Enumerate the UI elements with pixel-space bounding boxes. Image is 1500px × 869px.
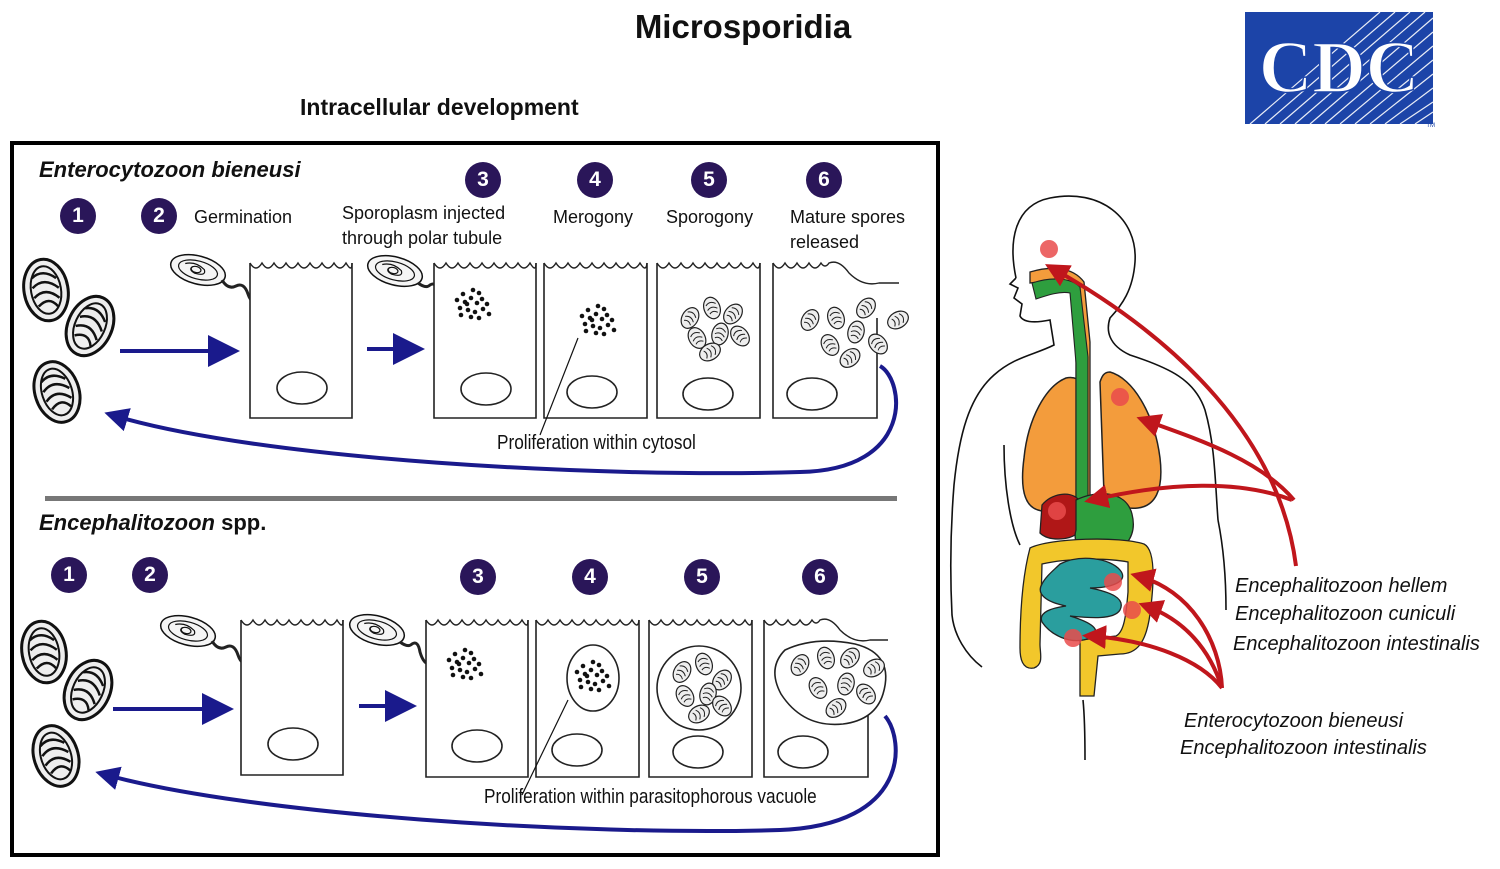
injected-label-line1: Sporoplasm injected [342,203,506,223]
proliferation-cytosol-label: Proliferation within cytosol [497,432,696,454]
step-4-bottom: 4 [572,559,608,595]
bottom-proliferation-pointer [521,699,569,796]
species-genus: Encephalitozoon [39,510,215,535]
species-enterocytozoon: Enterocytozoon bieneusi [39,157,301,182]
species-label-cuniculi: Encephalitozoon cuniculi [1235,603,1456,625]
right-lung [1099,371,1162,509]
step-5-bottom: 5 [684,559,720,595]
step-2-bottom: 2 [132,557,168,593]
step-2-top: 2 [141,198,177,234]
step-5-top: 5 [691,162,727,198]
top-injecting-spore [363,249,427,293]
cdc-trademark: TM [1426,123,1435,128]
proliferation-vacuole-label: Proliferation within parasitophorous vac… [484,786,817,808]
infection-sites [1040,240,1141,647]
top-cells [249,263,878,419]
page-title: Microsporidia [634,8,852,45]
step-1-bottom: 1 [51,557,87,593]
small-intestine [1039,557,1124,642]
human-body-outline [949,195,1227,761]
species-label-intestinalis-1: Encephalitozoon intestinalis [1233,633,1480,655]
species-label-bieneusi: Enterocytozoon bieneusi [1184,710,1404,732]
colon [1019,538,1154,697]
top-spores [17,254,125,430]
sporogony-label: Sporogony [666,207,754,227]
mature-label-line1: Mature spores [790,207,906,227]
body-arrows [1045,264,1298,690]
step-4-top: 4 [577,162,613,198]
vacuole-merogony [566,644,620,712]
species-label-intestinalis-2: Encephalitozoon intestinalis [1180,737,1427,759]
species-label-hellem: Encephalitozoon hellem [1235,575,1448,597]
mature-label-line2: released [790,232,860,252]
step-3-top: 3 [465,162,501,198]
step-6-bottom: 6 [802,559,838,595]
top-proliferation-pointer [539,337,579,436]
injected-label-line2: through polar tubule [342,228,503,248]
left-lung [1021,376,1085,513]
life-cycle-panel [10,141,940,857]
step-1-top: 1 [60,198,96,234]
step-3-bottom: 3 [460,559,496,595]
cdc-logo-text: CDC [1259,27,1419,109]
species-encephalitozoon: Encephalitozoon spp. [39,510,266,536]
germination-label: Germination [194,207,293,227]
cdc-logo: CDC TM [1245,12,1435,128]
step-6-top: 6 [806,162,842,198]
top-germinating-spore [166,248,230,292]
top-return-arrow [104,364,898,476]
bottom-return-arrow [95,714,898,834]
panel-divider [45,496,897,501]
species-spp: spp. [221,510,267,535]
bottom-injecting-spore [345,608,409,652]
diagram-subtitle: Intracellular development [300,94,579,120]
merogony-label: Merogony [553,207,634,227]
bottom-germinating-spore [156,609,220,653]
bottom-spores [15,616,123,794]
